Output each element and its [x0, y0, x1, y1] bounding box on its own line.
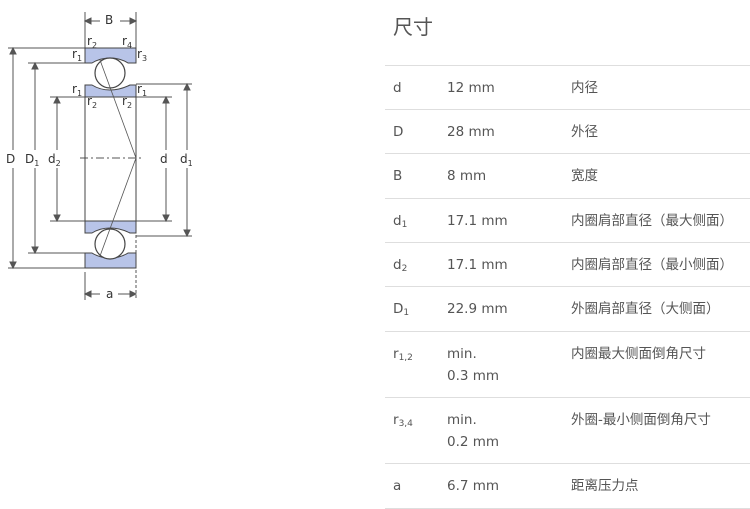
dimension-value: 6.7 mm: [447, 478, 500, 494]
dimension-description: 外圈-最小侧面倒角尺寸: [571, 412, 711, 428]
dimension-symbol: d2: [393, 257, 408, 274]
dimension-row: d 12 mm 内径: [385, 65, 750, 110]
label-d: d: [160, 152, 168, 166]
dimension-value: 22.9 mm: [447, 301, 508, 317]
dimension-value: min.: [447, 346, 477, 362]
dimension-value-secondary: 0.3 mm: [447, 368, 500, 384]
dimension-description: 距离压力点: [571, 478, 639, 494]
dimensions-table: d 12 mm 内径 D 28 mm 外径 B 8 mm 宽度 d1 17.1 mm 内圈肩部直径（最…: [385, 65, 750, 509]
dimension-description: 内圈肩部直径（最大侧面）: [571, 213, 733, 229]
label-D: D: [6, 152, 15, 166]
label-r2-mid: r2: [87, 94, 97, 110]
bearing-drawing: B a D D1 d2 d d1 r2 r4 r1 r3 r1 r1 r2 r2: [6, 12, 193, 301]
dimension-value-secondary: 0.2 mm: [447, 434, 500, 450]
label-D1: D1: [25, 152, 39, 168]
label-r1-a: r1: [72, 47, 82, 63]
label-r1-c: r1: [137, 82, 147, 98]
dimension-symbol: a: [393, 478, 402, 494]
label-r1-b: r1: [72, 82, 82, 98]
dimension-symbol: d1: [393, 213, 408, 230]
dimension-value: 28 mm: [447, 124, 495, 140]
panel-title: 尺寸: [393, 15, 433, 39]
dimension-symbol: r3,4: [393, 412, 413, 429]
dimension-description: 外圈肩部直径（大侧面）: [571, 301, 720, 317]
label-r4-top: r4: [122, 34, 132, 50]
label-B: B: [105, 13, 113, 27]
dimension-row: r1,2 min. 0.3 mm 内圈最大侧面倒角尺寸: [385, 332, 750, 398]
label-r3: r3: [137, 47, 147, 63]
label-r2-top: r2: [87, 34, 97, 50]
dimension-value: 8 mm: [447, 168, 487, 184]
dimension-description: 内圈最大侧面倒角尺寸: [571, 346, 706, 362]
dimension-symbol: d: [393, 80, 402, 96]
dimension-row: r3,4 min. 0.2 mm 外圈-最小侧面倒角尺寸: [385, 398, 750, 464]
dimension-symbol: r1,2: [393, 346, 413, 363]
dimension-symbol: D: [393, 124, 404, 140]
dimension-value: min.: [447, 412, 477, 428]
dimension-description: 内径: [571, 80, 598, 96]
dimension-description: 宽度: [571, 168, 598, 184]
label-r2-right: r2: [122, 94, 132, 110]
dimension-symbol: D1: [393, 301, 410, 318]
dimension-row: D1 22.9 mm 外圈肩部直径（大侧面）: [385, 287, 750, 332]
dimension-description: 内圈肩部直径（最小侧面）: [571, 257, 733, 273]
label-d2: d2: [48, 152, 61, 168]
label-d1: d1: [180, 152, 193, 168]
dimension-value: 17.1 mm: [447, 213, 508, 229]
dimension-symbol: B: [393, 168, 403, 184]
label-a: a: [106, 287, 113, 301]
dimension-row: d1 17.1 mm 内圈肩部直径（最大侧面）: [385, 199, 750, 243]
dimension-row: D 28 mm 外径: [385, 110, 750, 154]
dimension-row: B 8 mm 宽度: [385, 154, 750, 199]
dimension-row: d2 17.1 mm 内圈肩部直径（最小侧面）: [385, 243, 750, 287]
dimension-value: 12 mm: [447, 80, 495, 96]
dimension-value: 17.1 mm: [447, 257, 508, 273]
dimension-description: 外径: [571, 124, 598, 140]
dimension-row: a 6.7 mm 距离压力点: [385, 464, 750, 509]
